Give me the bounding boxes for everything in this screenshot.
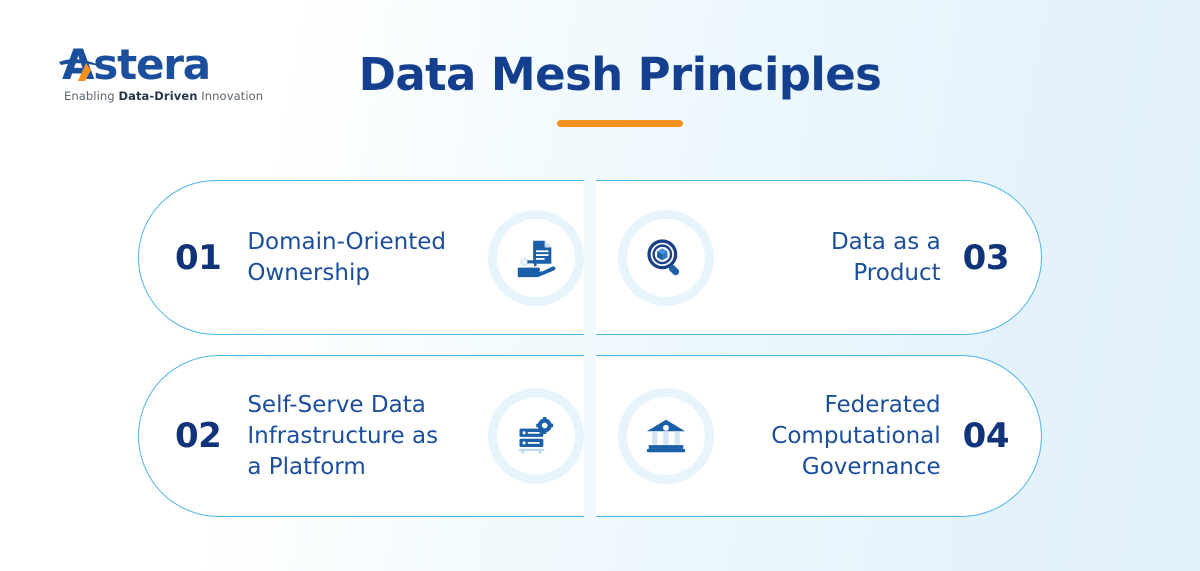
card-label-line: Computational bbox=[771, 422, 941, 449]
tagline-bold: Data-Driven bbox=[118, 89, 198, 103]
card-icon-badge bbox=[488, 209, 584, 306]
card-label: Self-Serve Data Infrastructure as a Plat… bbox=[221, 390, 486, 483]
card-icon-badge bbox=[618, 388, 714, 484]
card-label-line: a Platform bbox=[247, 453, 366, 480]
tagline-prefix: Enabling bbox=[64, 89, 119, 103]
title-underline-accent bbox=[557, 120, 683, 127]
bank-institution-icon bbox=[646, 419, 686, 453]
principle-card-02[interactable]: 02 Self-Serve Data Infrastructure as a P… bbox=[138, 355, 584, 517]
card-label: Federated Computational Governance bbox=[720, 390, 963, 483]
logo-wordmark-text: Astera bbox=[62, 40, 211, 89]
card-icon-badge bbox=[618, 209, 714, 306]
card-label-line: Infrastructure as bbox=[247, 422, 439, 449]
principle-card-01[interactable]: 01 Domain-Oriented Ownership bbox=[138, 180, 584, 335]
principle-card-04[interactable]: 04 Federated Computational Governance bbox=[596, 355, 1042, 517]
tagline-suffix: Innovation bbox=[197, 89, 264, 103]
card-label-line: Governance bbox=[801, 453, 941, 480]
card-number: 01 bbox=[175, 237, 222, 278]
card-label-line: Self-Serve Data bbox=[247, 391, 426, 418]
card-icon-badge bbox=[488, 388, 584, 484]
astera-logo[interactable]: Astera Enabling Data-Driven Innovation bbox=[58, 42, 288, 110]
card-number: 04 bbox=[962, 416, 1010, 456]
card-number: 02 bbox=[175, 416, 222, 456]
card-label-line: Federated bbox=[824, 391, 941, 418]
card-label: Domain-Oriented Ownership bbox=[221, 227, 486, 289]
card-label-line: Data as a bbox=[830, 228, 941, 255]
page-title: Data Mesh Principles bbox=[358, 48, 882, 101]
magnifier-cube-icon bbox=[647, 238, 680, 275]
logo-tagline: Enabling Data-Driven Innovation bbox=[58, 89, 288, 103]
card-label-line: Product bbox=[853, 259, 941, 286]
header-block: Data Mesh Principles bbox=[300, 46, 940, 127]
card-label-line: Domain-Oriented bbox=[247, 228, 446, 255]
card-label-line: Ownership bbox=[247, 259, 370, 286]
server-stack-gear-icon bbox=[518, 417, 554, 454]
card-number: 03 bbox=[962, 237, 1010, 278]
hand-holding-document-key-icon bbox=[517, 240, 556, 277]
principle-card-03[interactable]: 03 Data as a Product bbox=[596, 180, 1042, 335]
card-label: Data as a Product bbox=[720, 227, 963, 289]
logo-wordmark-container: Astera bbox=[58, 42, 288, 88]
